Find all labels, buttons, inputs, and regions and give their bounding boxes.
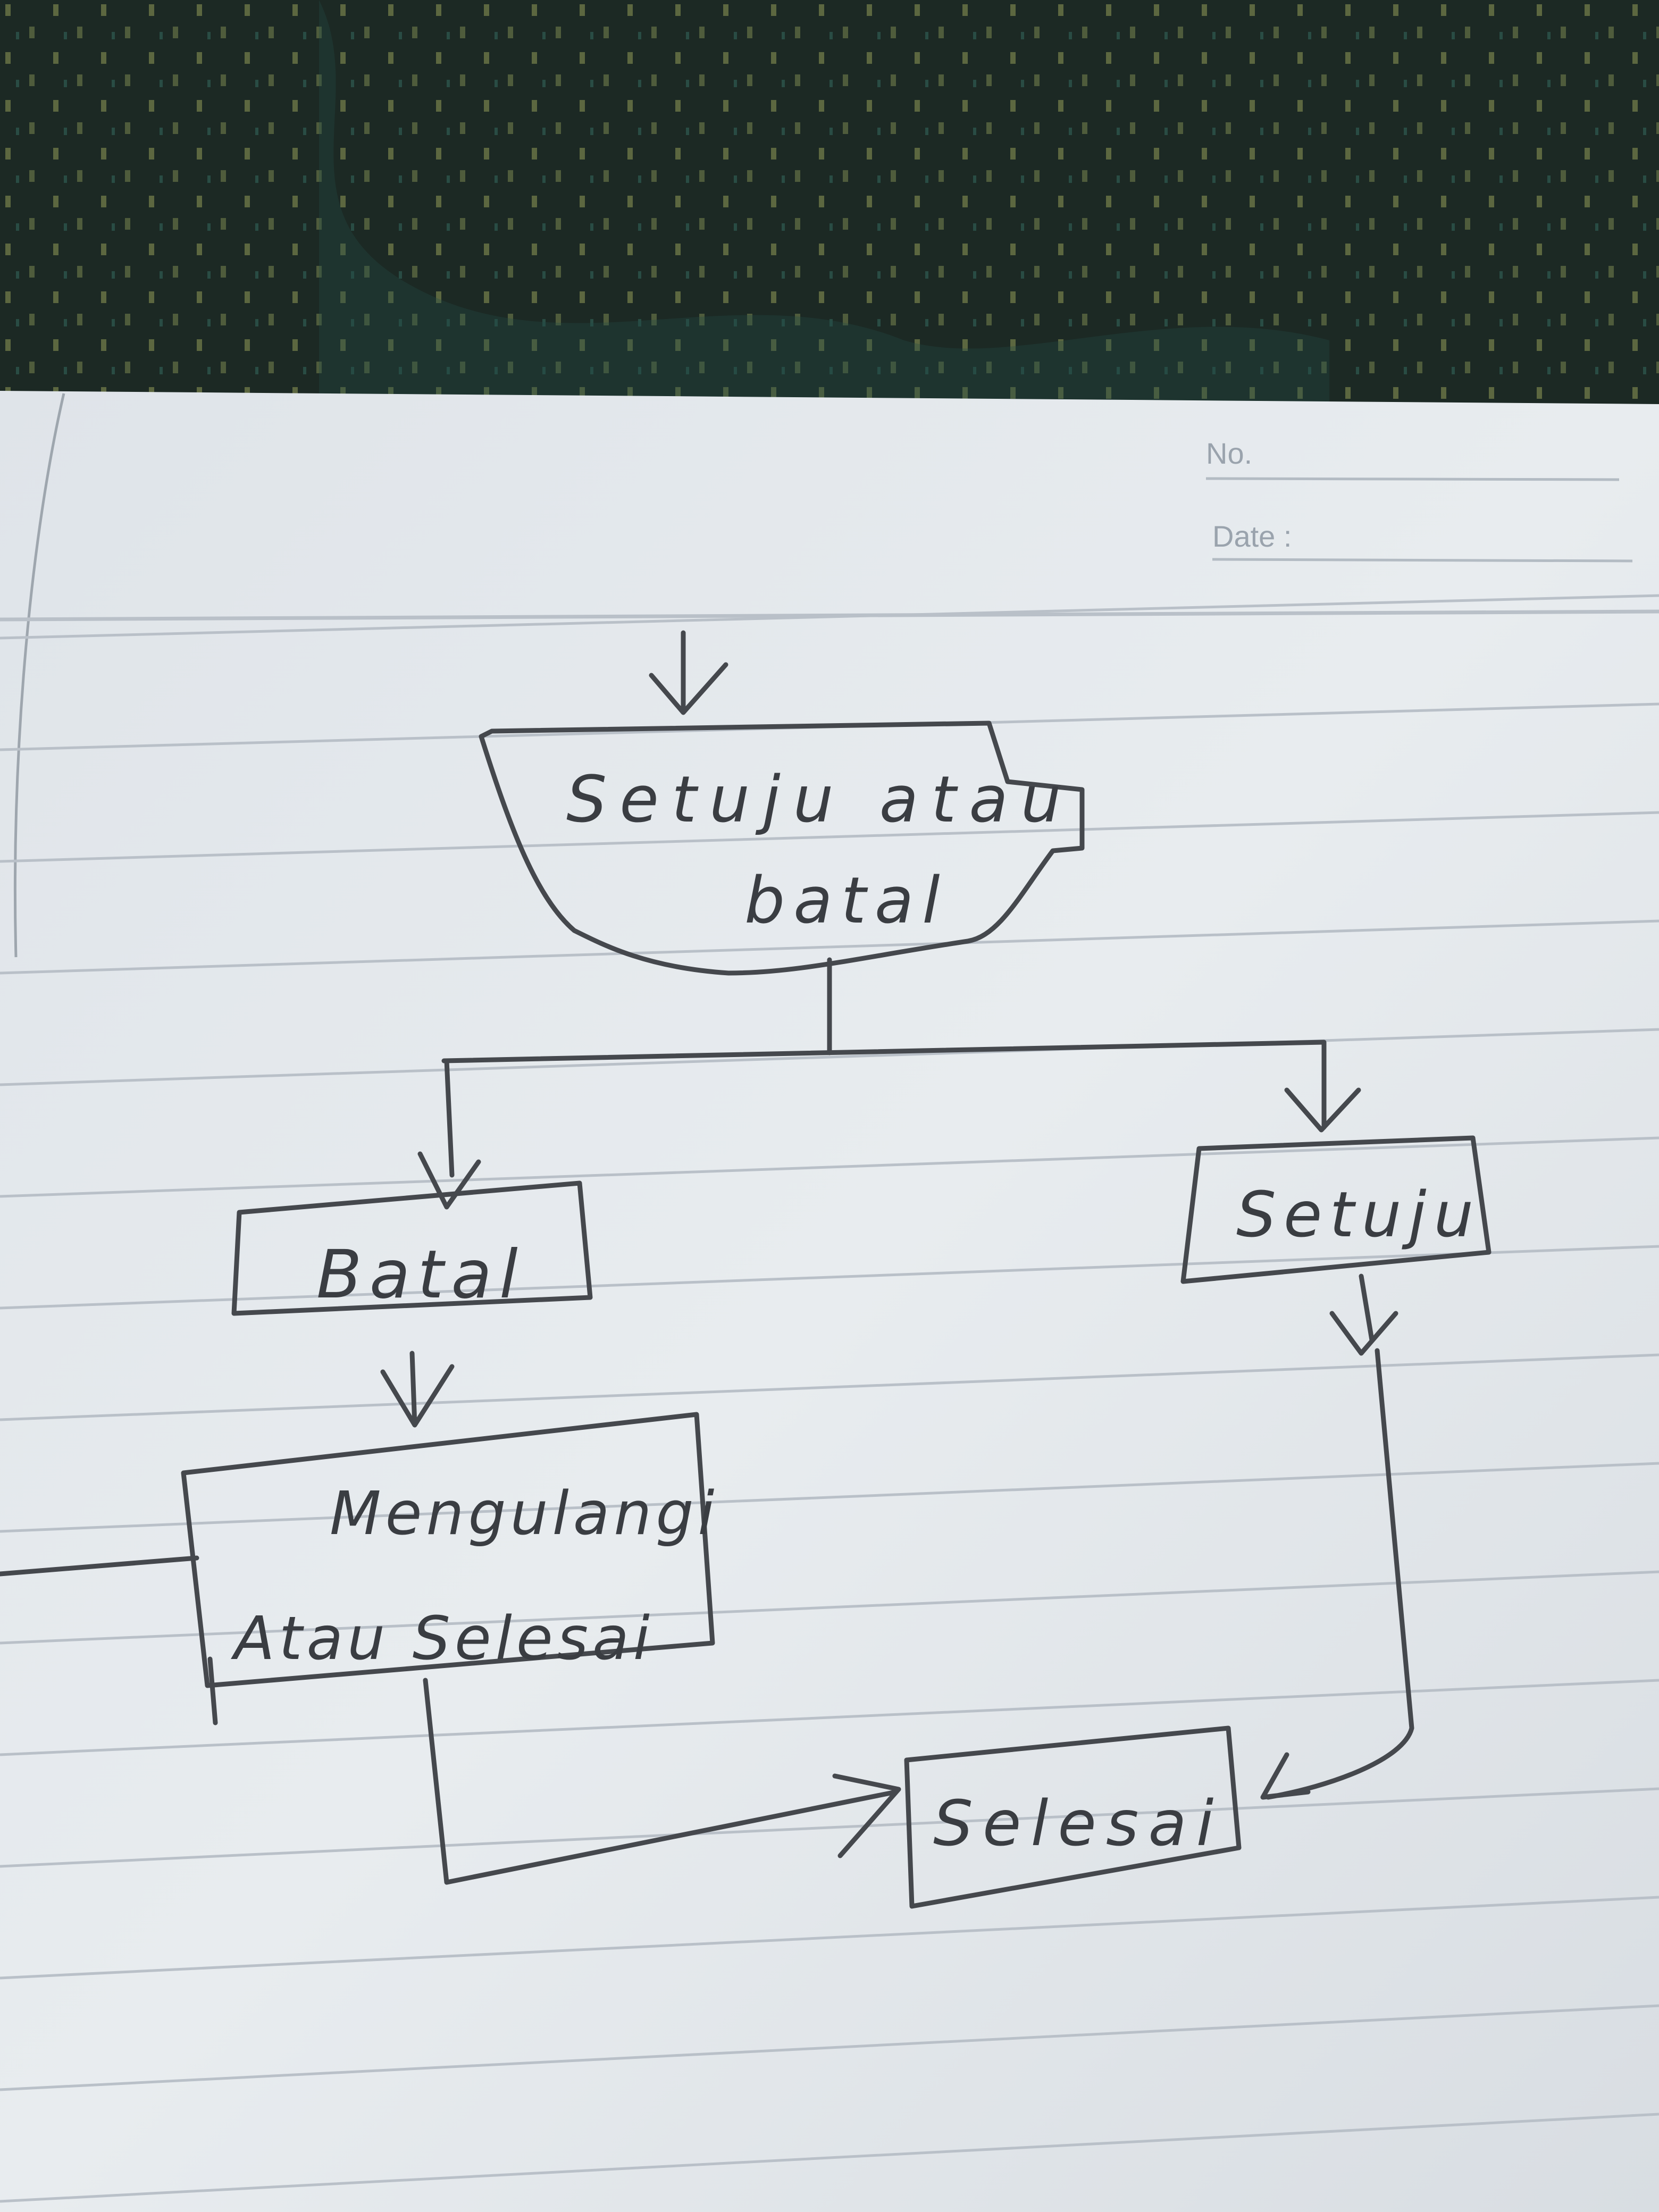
ruled-line	[0, 811, 1659, 863]
no-label: No.	[1206, 437, 1252, 470]
ruled-line	[0, 1136, 1659, 1198]
no-underline	[1205, 477, 1620, 481]
decision-node	[479, 720, 1085, 976]
branch-connector	[441, 957, 1327, 1130]
ruled-line	[0, 1245, 1659, 1310]
arrow-setuju-to-selesai	[1260, 1273, 1414, 1800]
flowchart: Setuju atau batal Batal Setuju Mengulang…	[0, 630, 1492, 1909]
header-rule	[0, 609, 1659, 622]
fabric-background	[0, 0, 1659, 404]
fabric-pattern	[319, 0, 1329, 404]
decision-label-line2: batal	[744, 864, 949, 938]
batal-label: Batal	[316, 1236, 525, 1313]
page-edge	[13, 393, 65, 958]
ruled-line	[0, 1679, 1659, 1756]
notebook-page	[0, 391, 1659, 2212]
ruled-line	[0, 919, 1659, 975]
ruled-line	[0, 1353, 1659, 1421]
selesai-label: Selesai	[933, 1787, 1223, 1860]
ruled-line	[0, 2004, 1659, 2091]
ruled-line	[0, 1028, 1659, 1086]
ruled-line	[0, 1570, 1659, 1645]
ruled-line	[0, 2113, 1659, 2203]
selesai-node	[904, 1725, 1242, 1909]
ruled-line	[0, 1787, 1659, 1868]
arrow-to-choice	[380, 1351, 455, 1428]
choice-label-line1: Mengulangi	[330, 1479, 719, 1548]
decision-label-line1: Setuju atau	[566, 763, 1074, 837]
setuju-node	[1180, 1135, 1492, 1284]
choice-node	[181, 1412, 715, 1688]
date-underline	[1212, 558, 1633, 563]
date-label: Date :	[1212, 520, 1292, 553]
setuju-label: Setuju	[1236, 1178, 1481, 1251]
left-exit-line	[0, 1555, 199, 1577]
choice-tick	[207, 1656, 218, 1725]
ruled-line	[0, 1462, 1659, 1533]
ruled-line	[0, 1896, 1659, 1980]
batal-node	[231, 1180, 593, 1316]
arrow-choice-to-selesai	[423, 1678, 901, 1885]
arrow-to-setuju	[1284, 1087, 1361, 1133]
choice-label-line2: Atau Selesai	[231, 1604, 654, 1673]
arrow-to-batal	[417, 1058, 481, 1210]
entry-arrow	[649, 630, 728, 715]
ruled-lines	[0, 594, 1659, 2203]
